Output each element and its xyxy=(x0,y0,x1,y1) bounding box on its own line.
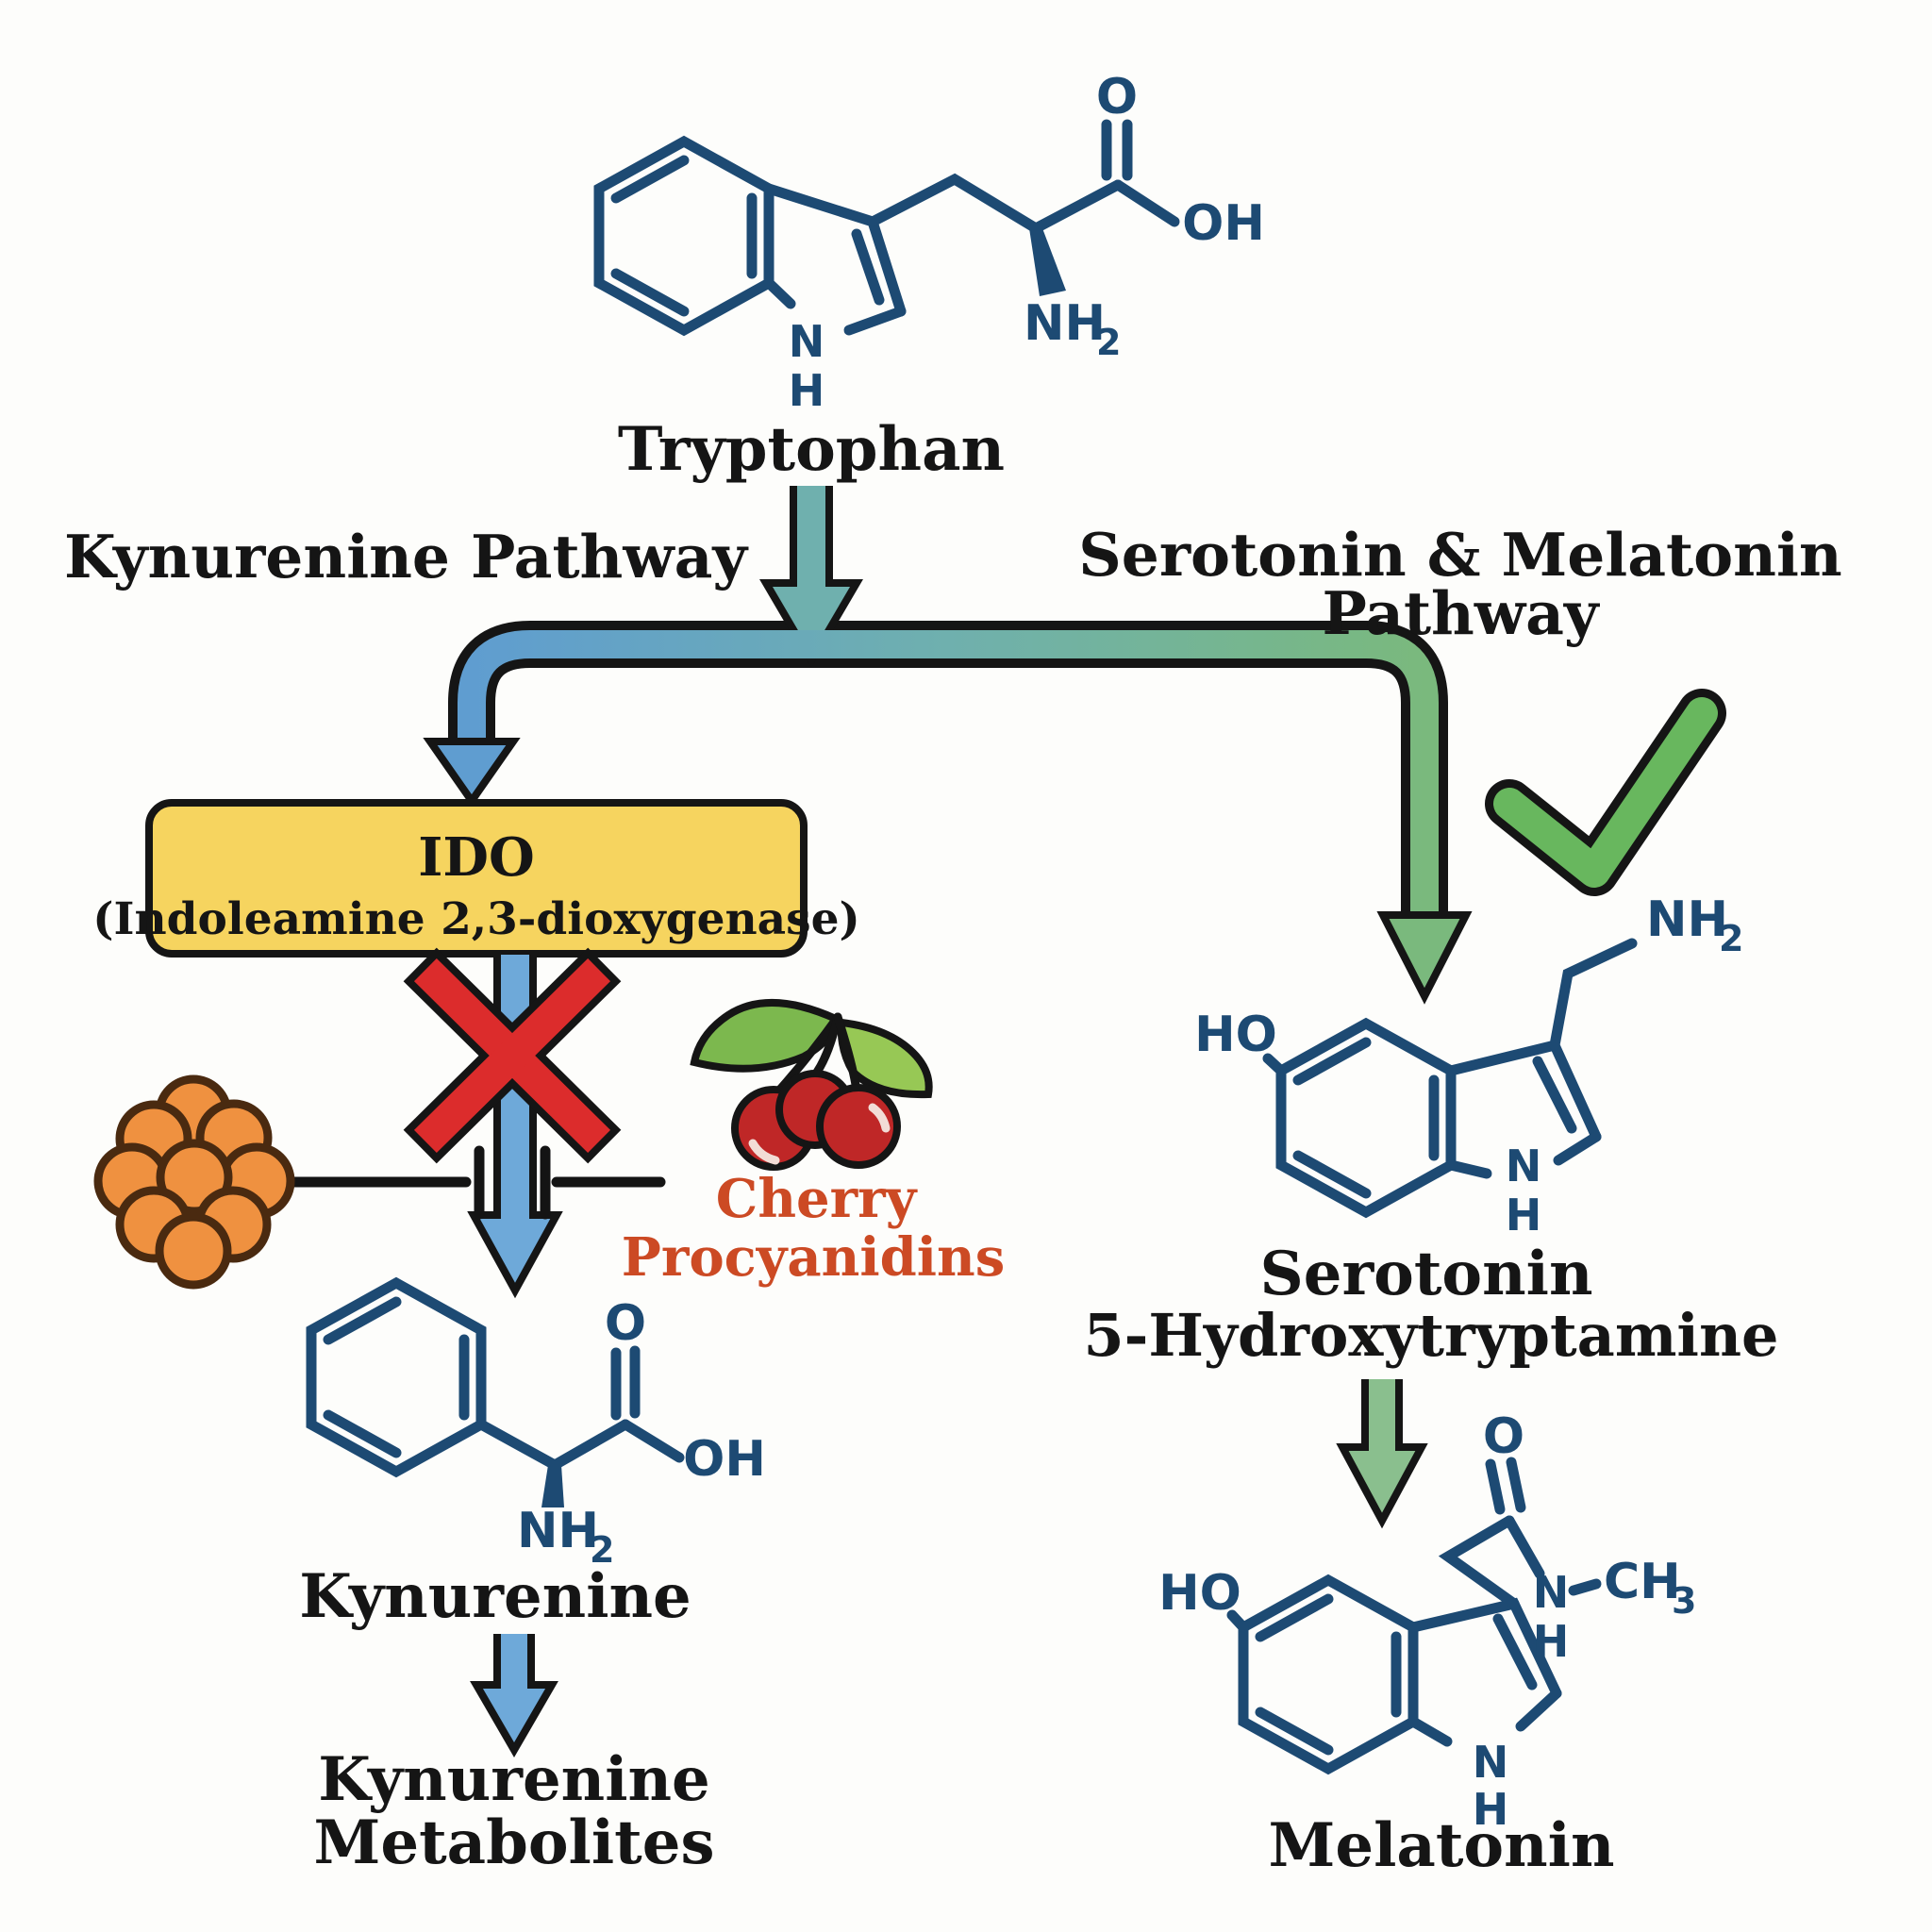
side-chain xyxy=(867,173,1124,235)
amine-label: NH2 xyxy=(1024,295,1121,363)
tryptophan-structure: N H O OH NH2 xyxy=(593,69,1265,416)
cherry-icon xyxy=(690,999,933,1171)
benzene-ring xyxy=(1275,1017,1457,1219)
ring-h-label: H xyxy=(1506,1190,1542,1241)
ring-h-label: H xyxy=(1473,1784,1509,1835)
amide-h-label: H xyxy=(1533,1616,1570,1667)
melatonin-label: Melatonin xyxy=(1269,1810,1615,1881)
melatonin-arrow xyxy=(1336,1379,1428,1529)
serotonin-pathway-label-line2: Pathway xyxy=(1322,578,1600,648)
carboxyl-o-label: O xyxy=(1096,69,1138,125)
branch-band xyxy=(458,630,1439,923)
serotonin-label-line1: Serotonin xyxy=(1260,1239,1593,1309)
serotonin-pathway-label-line1: Serotonin & Melatonin xyxy=(1078,520,1841,590)
ring-n-label: N xyxy=(789,316,825,367)
carboxyl-oh-label: OH xyxy=(683,1431,766,1488)
kynurenine-structure: O OH NH2 xyxy=(306,1276,766,1571)
ido-box: IDO (Indoleamine 2,3-dioxygenase) xyxy=(92,799,860,958)
serotonin-structure: HO N H NH2 xyxy=(1194,891,1743,1241)
tryptophan-label: Tryptophan xyxy=(618,414,1005,485)
ido-label-line2: (Indoleamine 2,3-dioxygenase) xyxy=(92,893,860,945)
amine-label: NH2 xyxy=(1646,891,1743,959)
red-x-icon xyxy=(403,947,622,1164)
checkmark-icon xyxy=(1485,689,1726,896)
kynurenine-label: Kynurenine xyxy=(299,1561,691,1632)
kynurenine-pathway-label: Kynurenine Pathway xyxy=(64,522,749,591)
ido-label-line1: IDO xyxy=(418,826,535,889)
carboxyl-o-label: O xyxy=(605,1295,646,1352)
serotonin-label-line2: 5-Hydroxytryptamine xyxy=(1083,1301,1778,1370)
benzene-ring xyxy=(306,1276,487,1478)
branch-arrows xyxy=(423,486,1473,1005)
benzene-ring xyxy=(593,135,774,337)
amide-o-label: O xyxy=(1483,1408,1524,1465)
hydroxyl-ho-label: HO xyxy=(1194,1007,1277,1063)
kynurenine-metabolites-label-line1: Kynurenine xyxy=(318,1744,710,1815)
serotonin-branch-arrow-head xyxy=(1376,911,1473,1005)
ring-n-label: N xyxy=(1473,1737,1509,1788)
benzene-ring xyxy=(1238,1574,1419,1775)
stereo-wedge xyxy=(1029,228,1066,296)
kynurenine-metabolites-label-line2: Metabolites xyxy=(314,1807,715,1878)
cherry-leaf-left xyxy=(690,999,841,1073)
kynurenine-metabolites-arrow xyxy=(470,1634,558,1757)
ring-n-label: N xyxy=(1506,1141,1542,1191)
hydroxyl-ho-label: HO xyxy=(1158,1565,1241,1622)
stereo-wedge xyxy=(541,1465,564,1507)
methyl-label: CH3 xyxy=(1604,1554,1696,1622)
kynurenine-branch-arrow-head xyxy=(423,738,521,808)
inhibition-line xyxy=(277,1145,666,1220)
cell-cluster-icon xyxy=(93,1074,295,1290)
ring-h-label: H xyxy=(789,365,825,416)
amide-n-label: N xyxy=(1533,1567,1570,1618)
carboxyl-oh-label: OH xyxy=(1182,195,1265,252)
amine-label: NH2 xyxy=(517,1503,614,1571)
cherry-label-line1: Cherry xyxy=(716,1168,918,1230)
cherry-label-line2: Procyanidins xyxy=(622,1226,1006,1289)
ido-box-rect xyxy=(145,799,808,958)
melatonin-structure: HO N H O N H CH3 xyxy=(1158,1408,1696,1835)
